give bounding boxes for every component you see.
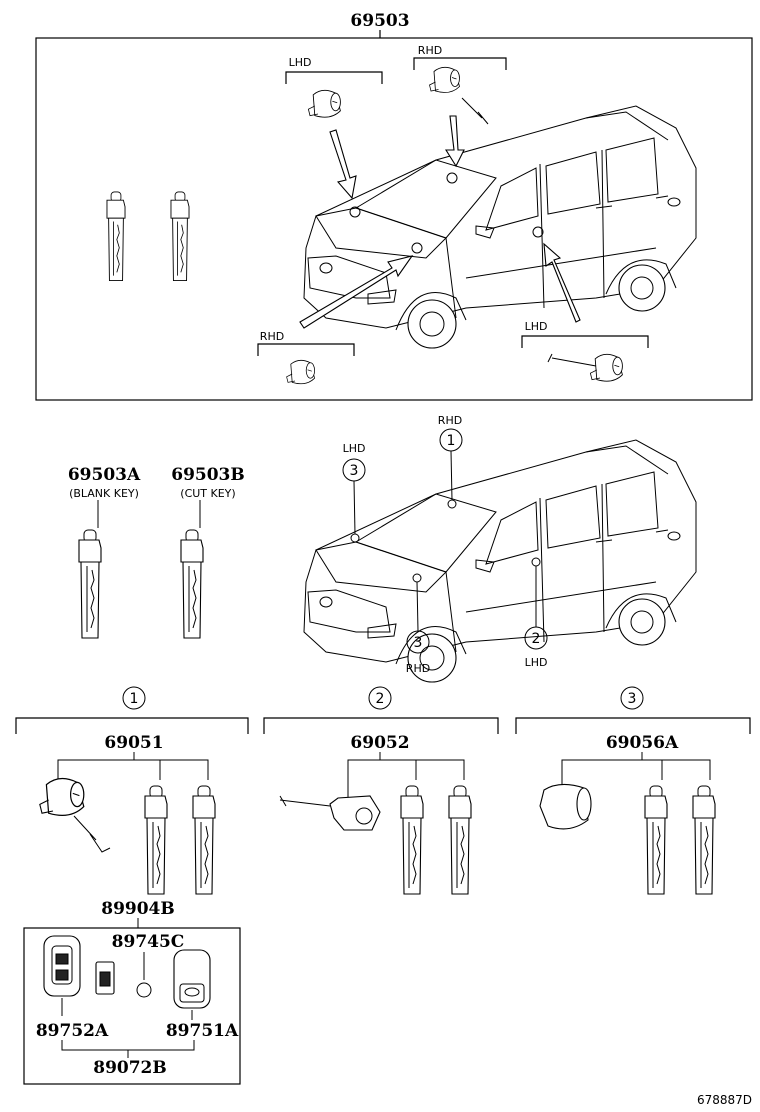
lock-rod	[547, 353, 597, 367]
callout-2: 2	[376, 691, 385, 707]
label-lhd: LHD	[289, 56, 312, 69]
callout-3: 3	[350, 463, 359, 479]
lock-point	[446, 172, 458, 184]
part-number-set-2: 69052	[350, 733, 409, 753]
callout-2: 2	[532, 631, 541, 647]
part-number-battery: 89745C	[112, 932, 185, 952]
arrow-icon	[329, 129, 357, 200]
key-icon	[644, 785, 668, 895]
reference-code: 678887D	[697, 1093, 752, 1107]
smart-key-frame	[23, 927, 241, 1085]
bracket	[263, 717, 499, 734]
leader-line	[353, 480, 356, 535]
label-lhd: LHD	[525, 656, 548, 669]
bracket	[285, 71, 383, 84]
label-rhd: RHD	[260, 330, 284, 343]
blank-key-icon	[78, 529, 102, 639]
lock-cylinder-icon	[539, 783, 589, 830]
leader-line	[416, 581, 419, 632]
part-number-case-assy: 89072B	[93, 1058, 167, 1078]
lock-rod	[279, 795, 331, 807]
lock-rod	[73, 815, 111, 853]
lock-cylinder-face	[355, 807, 373, 825]
key-icon	[106, 191, 126, 281]
arrow-icon	[543, 242, 581, 323]
leader-line	[450, 450, 453, 501]
label-rhd: RHD	[406, 662, 430, 675]
lock-cylinder-icon	[307, 89, 341, 118]
lock-cylinder-icon	[589, 353, 623, 382]
label-rhd: RHD	[438, 414, 462, 427]
lock-point	[447, 499, 457, 509]
key-icon	[170, 191, 190, 281]
bracket	[257, 343, 355, 356]
lock-cylinder-face	[576, 787, 592, 821]
arrow-icon	[299, 255, 414, 329]
callout-circle	[368, 686, 392, 710]
remote-case-icon	[43, 935, 81, 997]
remote-button	[55, 953, 69, 965]
leader-line	[561, 752, 711, 786]
callout-1: 1	[130, 691, 139, 707]
callout-circle	[122, 686, 146, 710]
part-number-set-1: 69051	[104, 733, 163, 753]
remote-button	[55, 969, 69, 981]
bracket	[515, 717, 751, 734]
label-cut-key: (CUT KEY)	[180, 487, 235, 500]
key-icon	[400, 785, 424, 895]
lock-point	[412, 573, 422, 583]
callout-1: 1	[447, 433, 456, 449]
part-number-blank-key: 69503A	[68, 465, 141, 485]
cut-key-icon	[180, 529, 204, 639]
leader-line	[61, 1040, 195, 1058]
part-number-case-a: 89752A	[36, 1021, 109, 1041]
callout-circle	[620, 686, 644, 710]
lock-cylinder-icon	[286, 359, 315, 385]
bracket	[15, 717, 249, 734]
callout-3: 3	[414, 635, 423, 651]
label-lhd: LHD	[525, 320, 548, 333]
vehicle-icon	[303, 105, 697, 349]
arrow-icon	[445, 115, 465, 168]
lock-point	[531, 557, 541, 567]
remote-case-inner	[51, 945, 73, 985]
part-number-case-b: 89751A	[166, 1021, 239, 1041]
remote-cover-panel	[179, 983, 205, 1003]
assembly-frame	[35, 37, 753, 401]
part-number-set-3: 69056A	[606, 733, 679, 753]
part-number-assembly: 69503	[350, 11, 409, 31]
lock-rod	[461, 97, 489, 125]
lock-cylinder-icon	[39, 777, 85, 817]
lock-point	[350, 533, 360, 543]
part-number-smart-key: 89904B	[101, 899, 175, 919]
lock-point	[532, 226, 544, 238]
lock-cylinder-icon	[329, 795, 381, 831]
lock-point	[411, 242, 423, 254]
label-lhd: LHD	[343, 442, 366, 455]
bracket	[413, 57, 507, 70]
key-icon	[448, 785, 472, 895]
callout-3: 3	[628, 691, 637, 707]
key-icon	[692, 785, 716, 895]
battery-icon	[136, 982, 152, 998]
key-icon	[192, 785, 216, 895]
brand-emblem-icon	[184, 987, 200, 997]
label-rhd: RHD	[418, 44, 442, 57]
lock-cylinder-icon	[429, 66, 460, 93]
lock-point	[349, 206, 361, 218]
remote-cover-icon	[173, 949, 211, 1009]
leader-line	[57, 752, 209, 786]
key-icon	[144, 785, 168, 895]
chip-icon	[99, 971, 111, 987]
label-blank-key: (BLANK KEY)	[69, 487, 139, 500]
leader-line	[347, 752, 465, 800]
bracket	[521, 335, 649, 348]
part-number-cut-key: 69503B	[171, 465, 245, 485]
